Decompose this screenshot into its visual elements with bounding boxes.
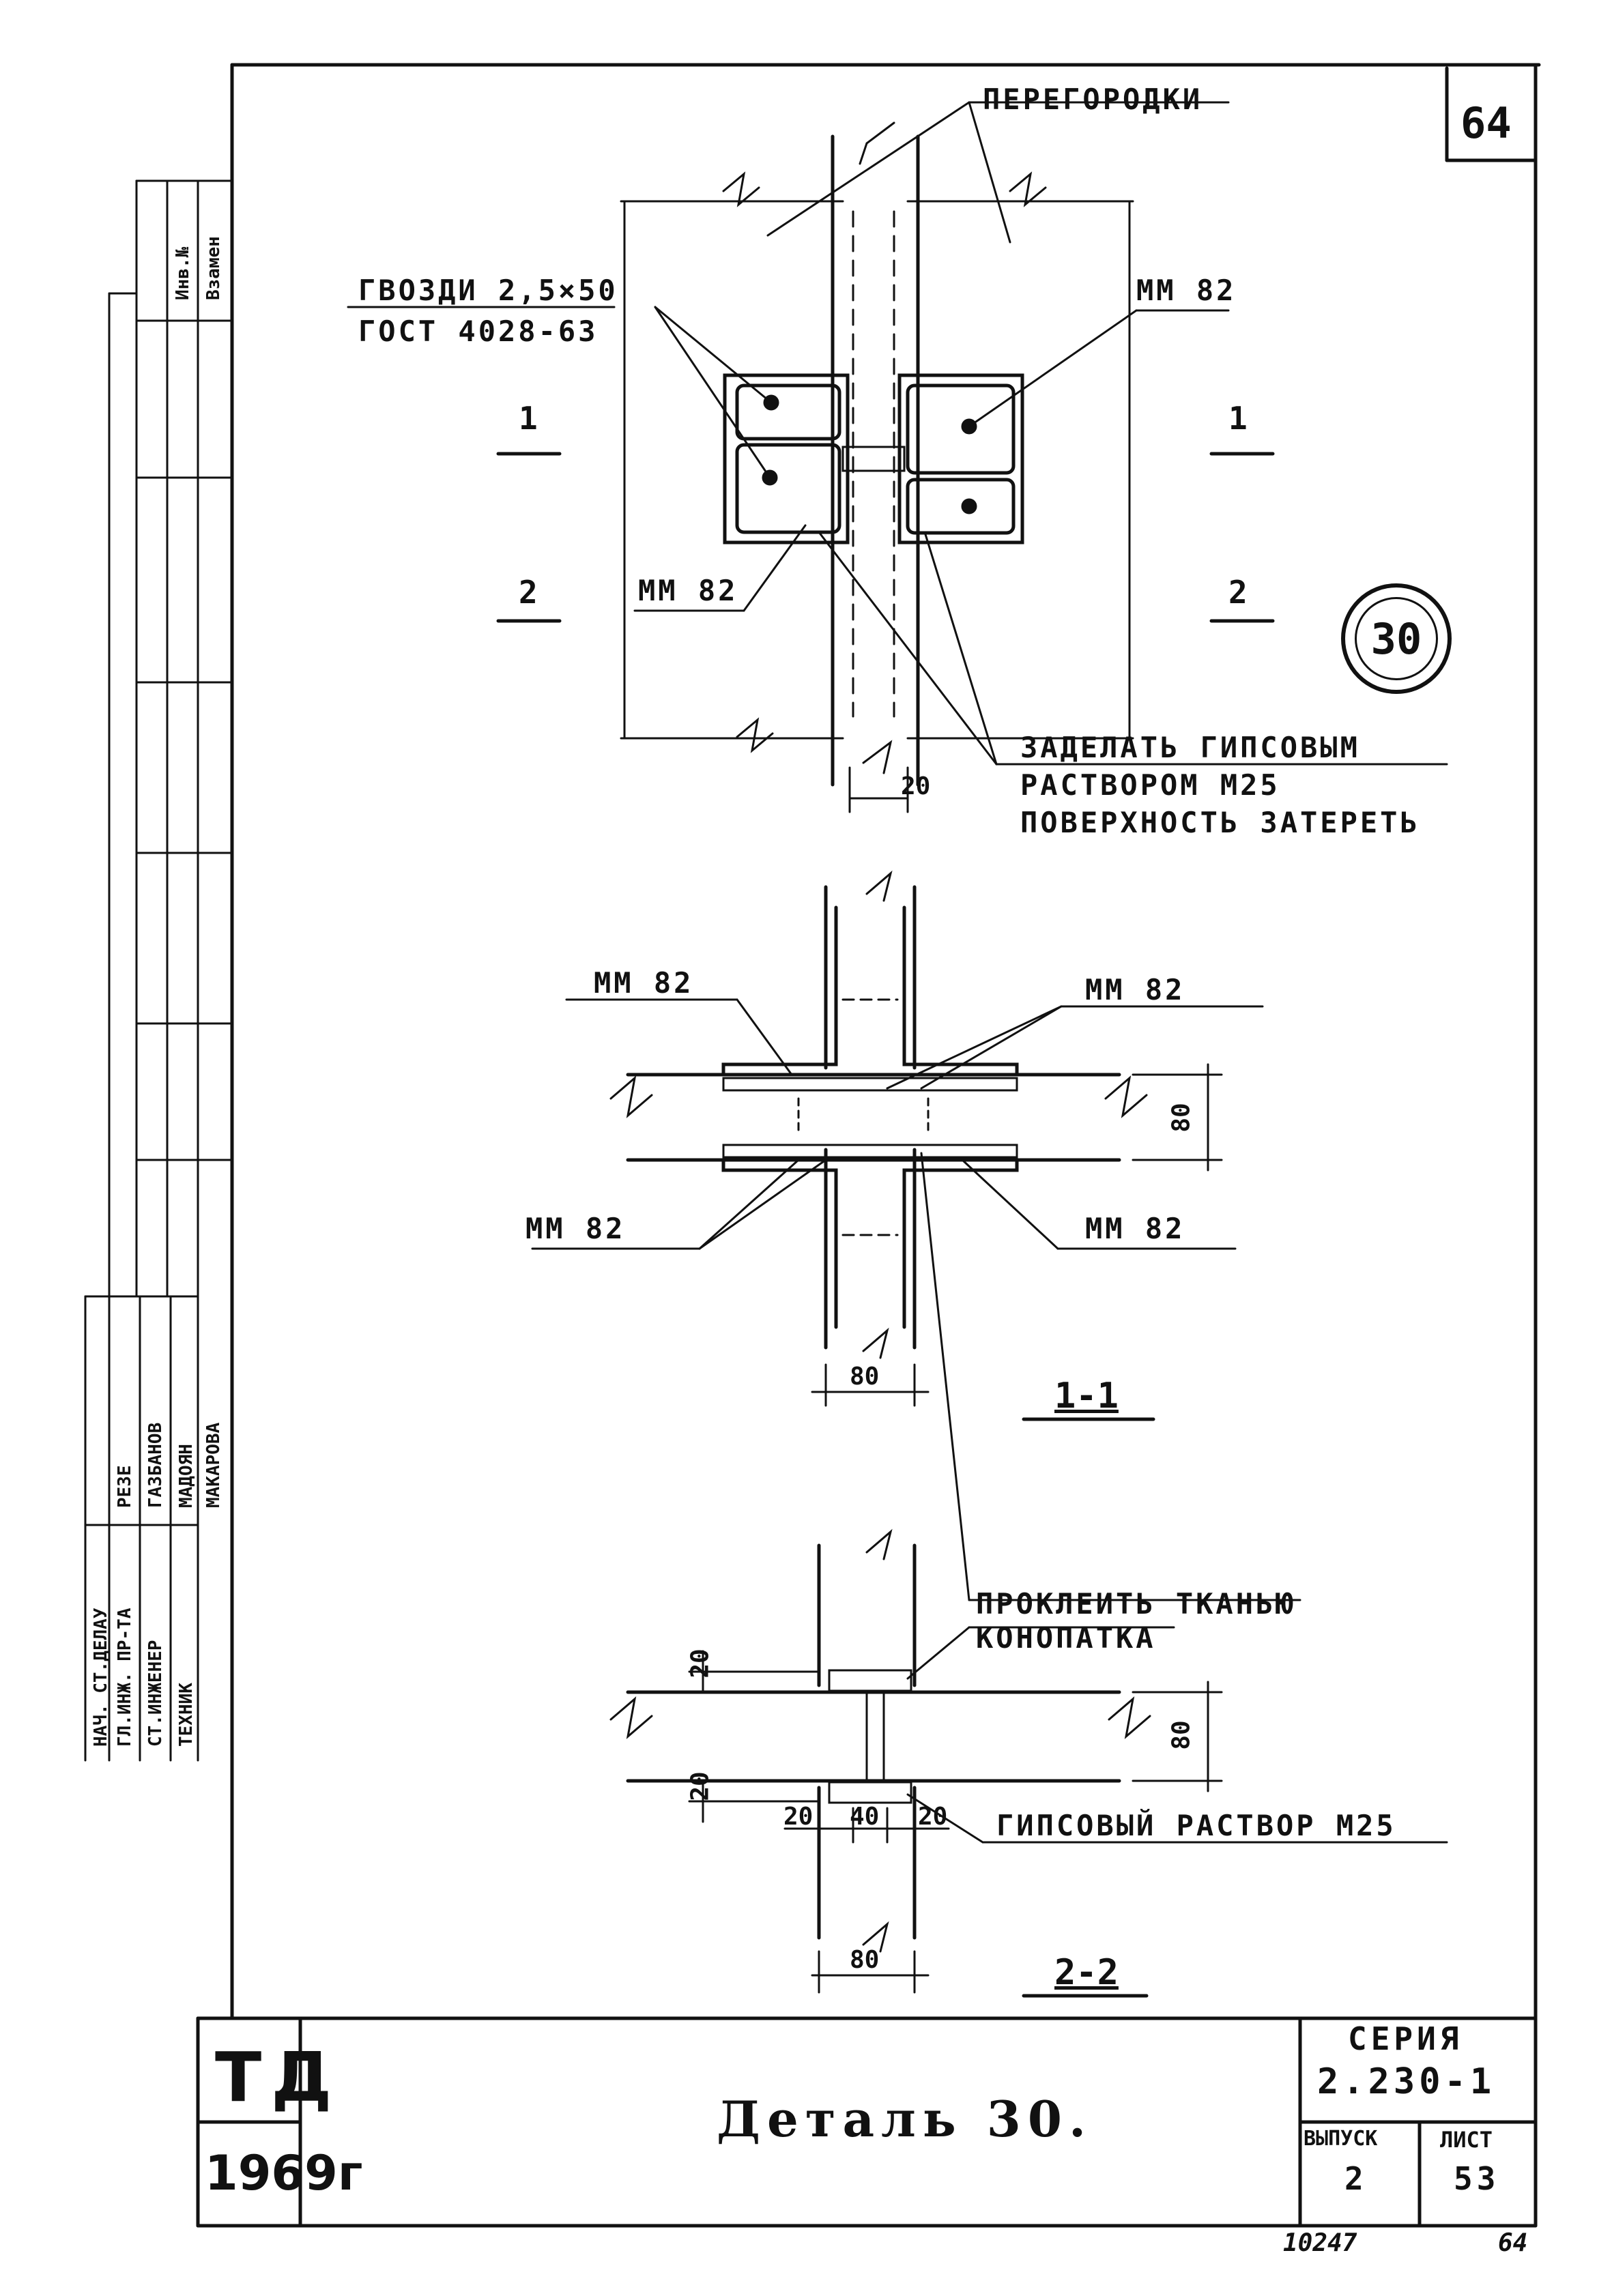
label-mm82-plan-left: ММ 82 (638, 574, 738, 607)
issue-value: 2 (1344, 2160, 1368, 2197)
dim-11-80-horizontal: 80 (850, 1363, 880, 1391)
label-mm82-plan-right: ММ 82 (1136, 274, 1237, 307)
dim-22-20-left: 20 (783, 1803, 814, 1831)
dim-22-80-horizontal: 80 (850, 1946, 880, 1974)
stamp-replace-label: Взамен (203, 236, 224, 300)
label-mm82-11-bl: ММ 82 (526, 1212, 626, 1245)
dim-11-80-vertical: 80 (1167, 1103, 1196, 1133)
stamp-name-1: РЕЗЕ (115, 1465, 135, 1508)
sheet-label: ЛИСТ (1440, 2127, 1493, 2153)
dim-22-20-right: 20 (918, 1803, 948, 1831)
stamp-role-4: ТЕХНИК (176, 1683, 197, 1747)
label-mm82-11-br: ММ 82 (1085, 1212, 1185, 1245)
sheet-value: 53 (1454, 2160, 1500, 2197)
label-caulk: КОНОПАТКА (976, 1621, 1156, 1655)
dim-22-20-bottom: 20 (686, 1771, 715, 1801)
label-mm82-11-tl: ММ 82 (594, 966, 694, 1000)
view-plan (347, 101, 1448, 813)
dim-22-80-vertical: 80 (1167, 1720, 1196, 1750)
label-nails-1: ГВОЗДИ 2,5×50 (358, 274, 618, 307)
title-block-year: 1969г (205, 2145, 363, 2201)
stamp-inv-label: Инв.№ (173, 246, 193, 300)
section-mark-1-left: 1 (519, 400, 542, 437)
dim-22-20-top: 20 (686, 1648, 715, 1679)
label-seal-3: ПОВЕРХНОСТЬ ЗАТЕРЕТЬ (1020, 806, 1420, 839)
view-section-2-2 (609, 1528, 1448, 1998)
dim-22-40: 40 (850, 1803, 880, 1831)
stamp-name-4: МАКАРОВА (203, 1422, 224, 1508)
stamp-name-2: ГАЗБАНОВ (145, 1422, 166, 1508)
series-value: 2.230-1 (1317, 2061, 1496, 2102)
detail-circle (1341, 583, 1452, 694)
side-stamp-grid (84, 179, 233, 1762)
section-mark-2-right: 2 (1228, 574, 1252, 611)
section-title-2-2: 2-2 (1054, 1952, 1119, 1993)
title-block-td: ТД (215, 2037, 342, 2117)
stamp-name-3: МАДОЯН (176, 1444, 197, 1508)
label-seal-2: РАСТВОРОМ М25 (1020, 768, 1280, 802)
title-block-lines (196, 2016, 1538, 2228)
section-mark-2-left: 2 (519, 574, 542, 611)
series-label: СЕРИЯ (1348, 2020, 1463, 2057)
label-seal-1: ЗАДЕЛАТЬ ГИПСОВЫМ (1020, 731, 1360, 764)
detail-number: 30 (1355, 597, 1438, 680)
view-section-1-1 (531, 870, 1301, 1601)
label-nails-2: ГОСТ 4028-63 (358, 315, 599, 348)
page-corner: 64 (1498, 2229, 1528, 2257)
stamp-role-2: ГЛ.ИНЖ. ПР-ТА (115, 1608, 135, 1747)
section-title-1-1: 1-1 (1054, 1376, 1119, 1416)
page-number: 64 (1460, 98, 1512, 148)
section-mark-1-right: 1 (1228, 400, 1252, 437)
dim-plan-20: 20 (901, 772, 931, 800)
stamp-role-3: СТ.ИНЖЕНЕР (145, 1640, 166, 1747)
drawing-title: Деталь 30. (717, 2090, 1093, 2148)
label-gypsum: ГИПСОВЫЙ РАСТВОР М25 (996, 1809, 1396, 1842)
label-fabric: ПРОКЛЕИТЬ ТКАНЬЮ (976, 1587, 1296, 1621)
label-partitions: ПЕРЕГОРОДКИ (983, 83, 1203, 116)
label-mm82-11-tr: ММ 82 (1085, 973, 1185, 1006)
archive-number: 10247 (1283, 2229, 1357, 2257)
issue-label: ВЫПУСК (1304, 2127, 1378, 2151)
stamp-role-1: НАЧ. СТ.ДЕЛАУ (91, 1608, 111, 1747)
sheet-frame (196, 63, 1541, 2228)
